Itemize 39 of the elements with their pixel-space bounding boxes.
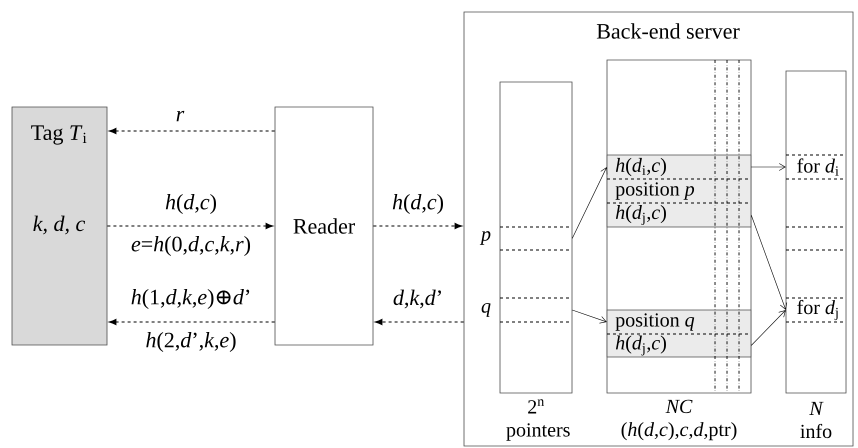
table-row: h(d$_{i}$,c) bbox=[607, 155, 751, 179]
arrow bbox=[372, 222, 462, 230]
table-row: position p bbox=[607, 179, 751, 203]
message-label: h(2,d’,k,e) bbox=[144, 331, 238, 353]
arrow bbox=[572, 167, 608, 239]
table-caption: p bbox=[480, 231, 490, 245]
table-row: position q bbox=[607, 310, 751, 334]
node-label: position p bbox=[616, 182, 694, 200]
table-slot: for d$_{j}$ bbox=[786, 298, 846, 322]
node-label: h(d$_{j}$,c) bbox=[616, 336, 666, 356]
table-caption: N info bbox=[800, 402, 832, 438]
node-label: h(d$_{i}$,c) bbox=[616, 158, 666, 176]
node-label: h(d$_{j}$,c) bbox=[616, 205, 666, 225]
table-caption: NC (h(d,c),c,d,ptr) bbox=[622, 400, 736, 440]
edge-label: h(d,c) bbox=[392, 194, 443, 214]
arrow bbox=[108, 318, 276, 326]
edge-label: h(1,d,k,e)⊕d’ bbox=[132, 289, 250, 309]
arrow bbox=[750, 310, 786, 346]
arrow bbox=[108, 128, 276, 134]
info-table bbox=[786, 70, 846, 394]
table-row: h(d$_{j}$,c) bbox=[607, 334, 751, 357]
arrow bbox=[572, 310, 607, 324]
arrow bbox=[750, 163, 786, 171]
record-table bbox=[606, 60, 752, 394]
table-caption: q bbox=[482, 303, 491, 317]
table-slot: for d$_{i}$ bbox=[786, 154, 846, 180]
reader-box: Reader bbox=[274, 106, 374, 346]
tag-box: Tag T$_{i}$ k, d, c bbox=[12, 106, 108, 346]
table-row: h(d$_{j}$,c) bbox=[607, 203, 751, 227]
message-label: e=h(0,d,c,k,r) bbox=[130, 235, 252, 257]
arrow bbox=[374, 318, 464, 326]
edge-label: h(d,c) bbox=[166, 194, 216, 214]
node-label: position q bbox=[616, 313, 694, 331]
table-caption: 2$^{n}$ pointers bbox=[506, 399, 570, 441]
pointer-table bbox=[500, 82, 572, 394]
edge-label: d,k,d’ bbox=[394, 290, 441, 308]
arrow bbox=[106, 222, 274, 230]
arrow bbox=[750, 214, 788, 310]
edge-label: r bbox=[176, 110, 184, 122]
